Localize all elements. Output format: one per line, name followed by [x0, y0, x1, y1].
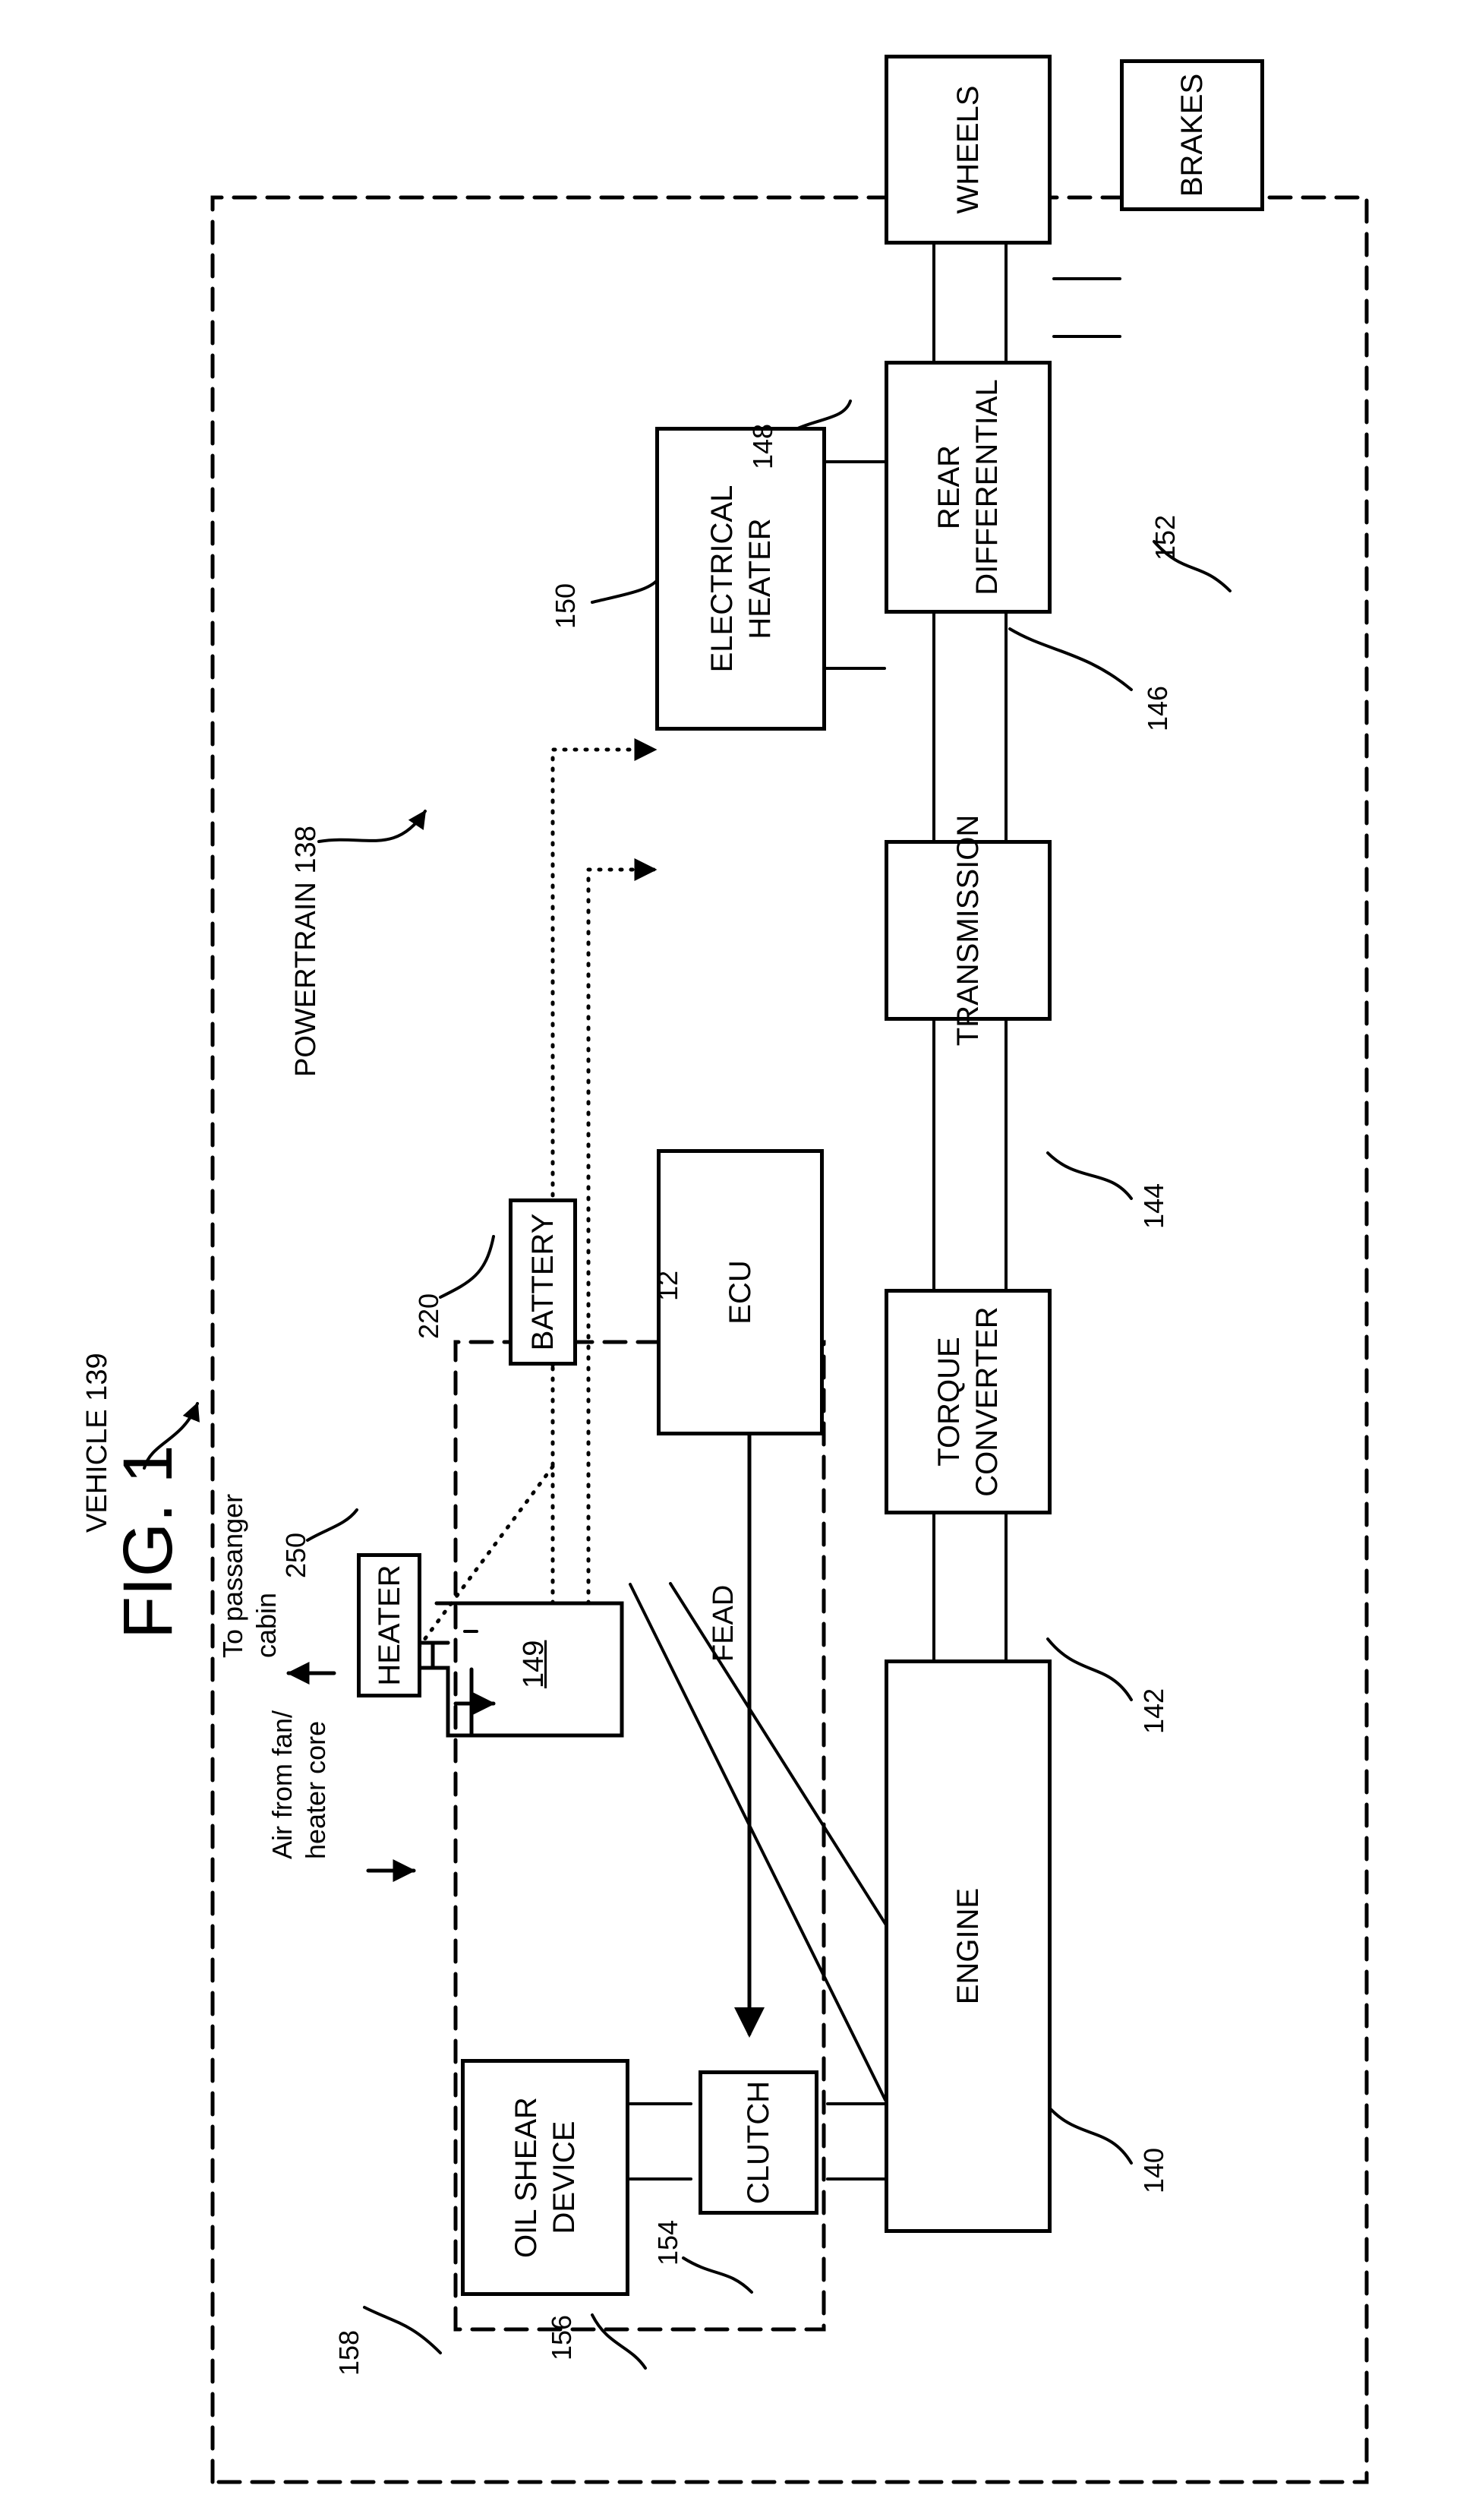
lead-150: [592, 576, 661, 602]
torque-converter-text-2: CONVERTER: [968, 1306, 1006, 1496]
lead-142: [1048, 1639, 1131, 1700]
air-in-annotation: Air from fan/ heater core: [266, 1710, 333, 1859]
engine-text: ENGINE: [949, 1888, 987, 2004]
air-in-line-2: heater core: [299, 1710, 333, 1859]
vehicle-label-text: VEHICLE: [81, 1409, 113, 1533]
transmission-box: TRANSMISSION: [885, 840, 1052, 1021]
rear-differential-text-2: DIFFERENTIAL: [968, 379, 1006, 595]
electrical-heater-box: ELECTRICAL HEATER: [655, 427, 826, 731]
lead-220: [440, 1236, 494, 1297]
electrical-heater-text-2: HEATER: [741, 518, 779, 639]
wheels-box: WHEELS: [885, 55, 1052, 245]
air-in-line-1: Air from fan/: [266, 1710, 299, 1859]
powertrain-label: POWERTRAIN 138: [289, 826, 323, 1077]
oil-shear-device-text-2: DEVICE: [545, 2121, 583, 2234]
electrical-heater-text-1: ELECTRICAL: [703, 485, 741, 673]
lead-158: [364, 2307, 440, 2353]
ecu-text: ECU: [721, 1260, 759, 1324]
torque-converter-box: TORQUE CONVERTER: [885, 1289, 1052, 1514]
battery-box: BATTERY: [509, 1198, 577, 1366]
ref-250: 250: [281, 1533, 311, 1578]
oil-shear-device-box: OIL SHEAR DEVICE: [461, 2059, 629, 2296]
lead-144: [1048, 1153, 1131, 1198]
ref-140: 140: [1139, 2148, 1169, 2193]
to-cabin-line-2: cabin: [250, 1494, 283, 1658]
vehicle-label: VEHICLE 139: [80, 1353, 115, 1533]
lead-250: [308, 1510, 357, 1540]
wheels-text: WHEELS: [949, 86, 987, 214]
to-cabin-annotation: To passanger cabin: [216, 1494, 283, 1658]
ref-144: 144: [1139, 1183, 1169, 1229]
heater-box: HEATER: [357, 1553, 421, 1697]
ref-150: 150: [550, 583, 581, 629]
lead-146: [1010, 629, 1131, 690]
powertrain-ref: 138: [290, 826, 322, 873]
fead-belt-upper: [630, 1584, 885, 2100]
component-149-label: 149: [516, 1641, 551, 1688]
ref-146: 146: [1143, 686, 1173, 731]
rear-differential-text-1: REAR: [930, 445, 968, 529]
ref-148: 148: [748, 424, 778, 469]
transmission-text: TRANSMISSION: [949, 815, 987, 1046]
ref-158: 158: [334, 2330, 364, 2376]
brakes-text: BRAKES: [1173, 74, 1211, 197]
ref-12: 12: [653, 1271, 683, 1301]
powertrain-label-text: POWERTRAIN: [290, 882, 322, 1077]
rear-differential-box: REAR DIFFERENTIAL: [885, 361, 1052, 614]
battery-text: BATTERY: [524, 1214, 562, 1351]
ref-156: 156: [547, 2315, 577, 2361]
to-cabin-line-1: To passanger: [216, 1494, 250, 1658]
lead-138: [319, 811, 425, 842]
dotted-149-to-elec-heater-lower: [588, 870, 655, 1603]
clutch-text: CLUTCH: [740, 2081, 777, 2204]
vehicle-ref: 139: [81, 1353, 113, 1401]
lead-156: [592, 2315, 645, 2368]
ref-220: 220: [414, 1293, 444, 1339]
ref-152: 152: [1150, 515, 1181, 561]
brakes-box: BRAKES: [1120, 59, 1264, 211]
lead-154: [683, 2258, 752, 2292]
clutch-box: CLUTCH: [699, 2070, 818, 2215]
figure-title: FIG. 1: [110, 1445, 186, 1639]
engine-box: ENGINE: [885, 1659, 1052, 2233]
oil-shear-device-text-1: OIL SHEAR: [507, 2097, 545, 2258]
heater-text: HEATER: [371, 1565, 408, 1685]
lead-140: [1048, 2106, 1131, 2163]
torque-converter-text-1: TORQUE: [930, 1337, 968, 1466]
fead-label: FEAD: [706, 1585, 741, 1662]
ref-154: 154: [653, 2220, 683, 2266]
ref-142: 142: [1139, 1688, 1169, 1734]
